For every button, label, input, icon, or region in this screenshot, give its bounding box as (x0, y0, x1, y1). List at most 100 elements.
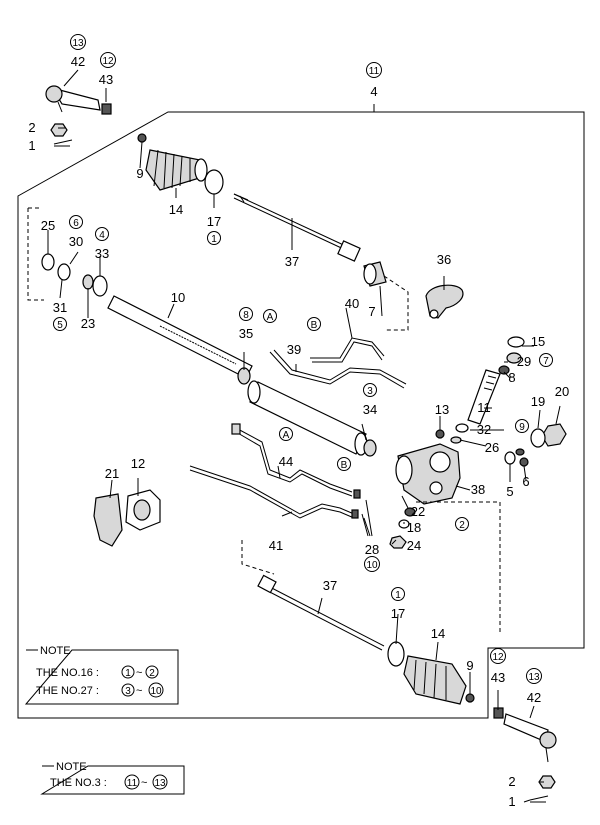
note-outer-line1-from: 11 (127, 778, 138, 789)
boot-band-upper (204, 169, 224, 195)
callout-c36: 36 (437, 252, 451, 267)
callout-number: 36 (437, 252, 451, 267)
callout-c9c: 9 (515, 419, 529, 433)
seal-26 (450, 436, 462, 444)
callout-c41: 41 (269, 538, 283, 553)
yoke-5 (504, 451, 516, 465)
callout-c28: 28 (365, 542, 379, 557)
tie-rod-end-lower (493, 707, 557, 763)
note-outer-line1-sep: ~ (141, 777, 147, 789)
plug-13 (435, 429, 445, 439)
callout-c9a: 9 (136, 166, 143, 181)
callout-number: A (283, 430, 290, 441)
callout-c8: 8 (508, 370, 515, 385)
callout-number: 32 (477, 422, 491, 437)
callout-number: 2 (508, 774, 515, 789)
note-outer-title: NOTE (56, 761, 87, 773)
note-inner-line2-prefix: THE NO.27 : (36, 685, 99, 697)
callout-number: 11 (477, 400, 491, 415)
callout-c26: 26 (485, 440, 499, 455)
gear-housing (395, 443, 461, 505)
feed-line-39 (269, 349, 407, 389)
dashed-guide-left (27, 207, 44, 301)
callout-c44: 44 (279, 454, 293, 469)
mount-clamp-21 (93, 493, 123, 547)
callout-c13a: 13 (70, 34, 86, 50)
callout-c5: 5 (506, 484, 513, 499)
mounting-bracket (425, 284, 464, 319)
callout-c12: 12 (131, 456, 145, 471)
nut-upper (50, 123, 68, 137)
callout-c5c: 5 (53, 317, 67, 331)
callout-c37a: 37 (285, 254, 299, 269)
note-inner-line2-to: 10 (150, 686, 162, 697)
callout-ring (337, 457, 351, 471)
callout-c31: 31 (53, 300, 67, 315)
callout-number: 5 (506, 484, 513, 499)
callout-number: 37 (285, 254, 299, 269)
washer-22 (404, 507, 416, 517)
callout-c39: 39 (287, 342, 301, 357)
callout-c8c: 8 (239, 307, 253, 321)
yoke-spring-19 (530, 428, 546, 448)
callout-ring (391, 587, 405, 601)
callout-c1a: 1 (28, 138, 35, 153)
callout-c4: 4 (370, 84, 377, 99)
seal-25 (41, 253, 55, 271)
callout-number: 2 (459, 520, 465, 531)
callout-c14b: 14 (431, 626, 445, 641)
callout-number: 26 (485, 440, 499, 455)
callout-c42a: 42 (71, 54, 85, 69)
callout-ring (455, 517, 469, 531)
callout-number: 21 (105, 466, 119, 481)
inner-tie-rod-upper (233, 193, 361, 262)
callout-number: 37 (323, 578, 337, 593)
callout-number: 41 (269, 538, 283, 553)
callout-number: 35 (239, 326, 253, 341)
callout-number: 24 (407, 538, 421, 553)
callout-c20: 20 (555, 384, 569, 399)
rack-bushing (363, 261, 387, 287)
note-outer-line1-prefix: THE NO.3 : (50, 777, 107, 789)
callout-c17b: 17 (391, 606, 405, 621)
callout-ring (366, 62, 382, 78)
callout-number: 23 (81, 316, 95, 331)
pipe-41 (189, 465, 355, 519)
note-inner-line1-prefix: THE NO.16 : (36, 667, 99, 679)
callout-c11b: 11 (477, 400, 491, 415)
callout-c3c: 3 (363, 383, 377, 397)
callout-number: 1 (508, 794, 515, 809)
callout-c43a: 43 (99, 72, 113, 87)
callout-number: 12 (492, 652, 504, 663)
callout-number: 9 (466, 658, 473, 673)
callout-number: 43 (99, 72, 113, 87)
note-inner-line2-from: 3 (125, 686, 131, 697)
note-outer-line1-from-ring (124, 774, 140, 790)
callout-c13c: 13 (526, 668, 542, 684)
callout-c11: 11 (366, 62, 382, 78)
callout-c15: 15 (531, 334, 545, 349)
rack-seal-35 (237, 367, 251, 385)
callout-number: 34 (363, 402, 377, 417)
callout-number: 29 (517, 354, 531, 369)
callout-c19: 19 (531, 394, 545, 409)
callout-cA1: A (263, 309, 277, 323)
callout-number: 40 (345, 296, 359, 311)
seal-23 (82, 274, 94, 290)
boot-upper (145, 149, 208, 191)
callout-number: 7 (543, 356, 549, 367)
pinion-shaft (467, 369, 501, 425)
seal-30 (57, 263, 71, 281)
callout-number: 42 (527, 690, 541, 705)
callout-ring (490, 648, 506, 664)
yoke-9 (515, 448, 525, 456)
callout-number: 42 (71, 54, 85, 69)
callout-c1d: 1 (391, 587, 405, 601)
callout-number: 10 (366, 560, 378, 571)
callout-c7: 7 (368, 304, 375, 319)
clip-lower (465, 693, 475, 703)
seal-34 (363, 439, 377, 457)
cylinder-tube (247, 380, 368, 456)
feed-line-40 (310, 337, 385, 363)
callout-number: 43 (491, 670, 505, 685)
